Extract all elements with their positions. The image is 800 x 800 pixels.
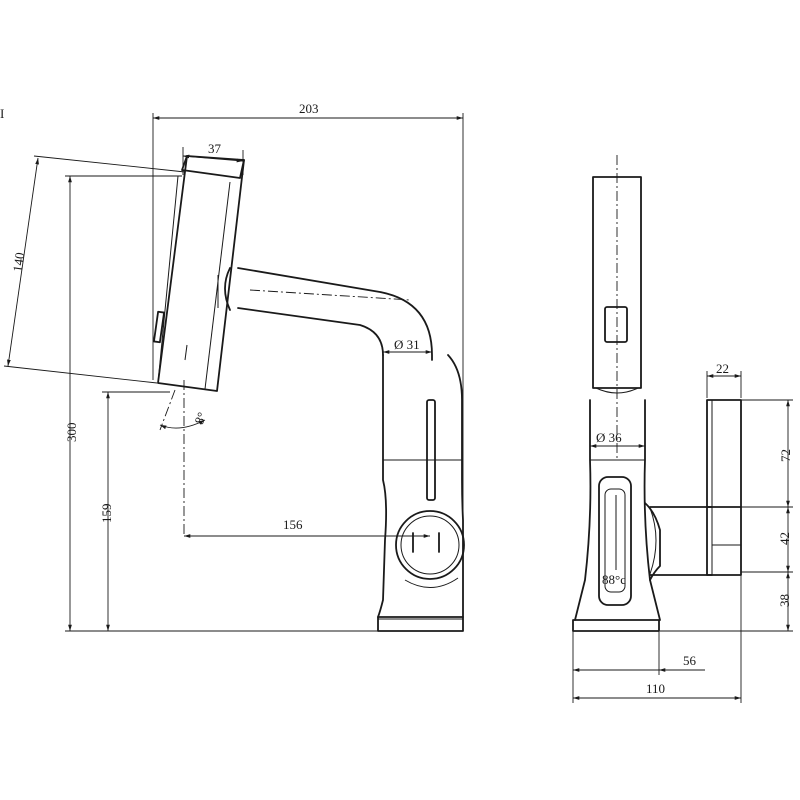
front-lever-handle <box>706 399 742 576</box>
dim-outlet-height: 159 <box>99 504 114 524</box>
front-button <box>604 306 628 343</box>
edge-mark: I <box>0 106 4 121</box>
dim-spout-diameter: Ø 31 <box>394 337 420 352</box>
side-slider <box>426 399 436 501</box>
dim-body-diameter: Ø 36 <box>596 430 622 445</box>
side-view: 8° 203 37 140 300 159 156 Ø 31 <box>3 101 465 632</box>
dim-rotation-angle: 8° <box>191 410 209 426</box>
dim-base-depth: 56 <box>683 653 697 668</box>
dim-total-height: 300 <box>64 423 79 443</box>
dim-lever-mid: 42 <box>777 532 792 545</box>
dim-spout-reach: 156 <box>283 517 303 532</box>
front-head <box>592 176 642 389</box>
front-base <box>572 619 660 632</box>
dim-lever-width: 22 <box>716 361 729 376</box>
side-knob <box>395 510 465 580</box>
dim-head-width: 37 <box>208 141 222 156</box>
side-head <box>153 155 245 392</box>
dim-base-height: 38 <box>777 594 792 607</box>
front-display-text: 88°c <box>602 572 626 587</box>
front-view: 88°c 22 72 42 38 Ø 36 <box>572 155 793 703</box>
dim-base-width: 110 <box>646 681 665 696</box>
dim-total-reach: 203 <box>299 101 319 116</box>
dim-head-length: 140 <box>10 251 28 272</box>
front-display-window <box>598 476 632 606</box>
dim-lever-upper: 72 <box>778 449 793 462</box>
front-lever-arm <box>644 502 713 581</box>
